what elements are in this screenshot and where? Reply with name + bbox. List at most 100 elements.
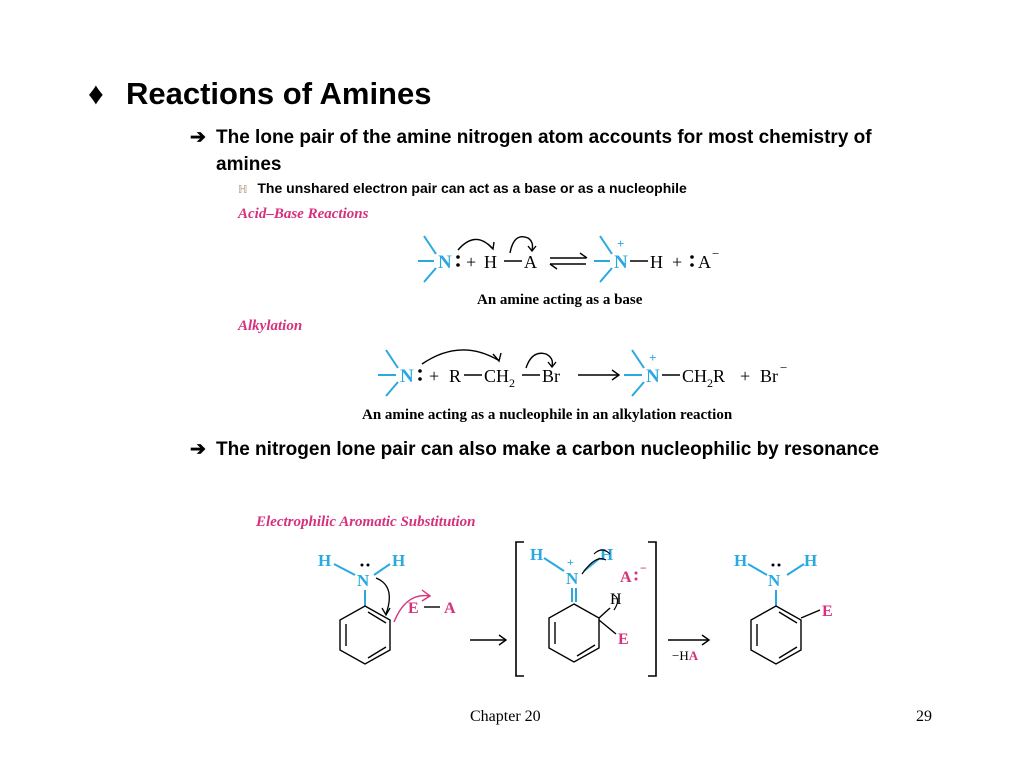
sigma-complex-intermediate: H H N + H E A − [530,545,647,663]
benzene-ring [750,605,802,665]
product-ch2r-label: CH2R [682,366,725,390]
lone-pair-dot [418,377,422,381]
electron-arrow-2 [525,352,554,369]
byproduct-label: −HA [672,648,699,663]
product-e-label: E [822,603,833,620]
h-label: H [804,551,817,570]
slide-title: ♦ Reactions of Amines [88,76,431,112]
n-label: N [566,569,579,588]
plus-sign: + [466,252,476,272]
arrowhead-icon [421,589,432,602]
plus-sign: + [429,366,439,386]
h-label: H [484,252,497,272]
arrow-bullet-icon: ➔ [190,439,206,460]
h-label: H [734,551,747,570]
electron-arrow [611,593,619,611]
plus-sign: + [740,366,750,386]
amine-bonds [378,349,399,397]
n-label: N [357,571,370,590]
negative-charge: − [640,561,647,575]
product-h-label: H [650,252,663,272]
anion-lone-pair-dot [690,263,694,267]
aniline-reactant: H H N E A [318,551,456,665]
sub-bullet-electron-pair-text: The unshared electron pair can act as a … [257,180,687,196]
lone-pair-dot [360,563,364,567]
alkylation-caption: An amine acting as a nucleophile in an a… [362,407,733,423]
arrowhead-icon [527,245,537,253]
sub-bullet-electron-pair: ℍ The unshared electron pair can act as a… [238,180,687,196]
reaction-arrow-icon [470,634,508,646]
alkylation-heading: Alkylation [238,318,303,334]
acid-base-reaction-diagram: N + H A N + H + A − [418,235,719,283]
ammonium-bonds [624,349,645,397]
negative-charge: − [780,360,787,375]
h-label: H [530,545,543,564]
bullet-resonance-text: The nitrogen lone pair can also make a c… [216,439,880,460]
amine-bonds [418,235,437,283]
r-label: R [449,366,461,386]
lone-pair-dot [366,563,370,567]
eas-reaction-diagram: H H N E A H H N + [318,541,833,677]
h-label: H [318,551,331,570]
footer-chapter: Chapter 20 [470,708,541,725]
arrowhead-icon [547,361,557,369]
br-label: Br [542,366,560,386]
sub-bullet-marker-icon: ℍ [238,184,248,196]
electron-arrow-2 [509,235,534,254]
acid-base-heading: Acid–Base Reactions [238,206,369,222]
bullet-resonance: ➔ The nitrogen lone pair can also make a… [190,436,920,463]
bullet-lone-pair: ➔ The lone pair of the amine nitrogen at… [190,124,910,178]
diamond-bullet-icon: ♦ [88,76,104,111]
negative-charge: − [712,246,719,261]
equilibrium-arrows-icon [549,252,588,270]
bracket-icon [515,541,657,677]
ring-h-label: H [610,591,622,608]
n-label: N [768,571,781,590]
lone-pair-dot [777,563,781,567]
anion-a-label: A [698,252,711,272]
positive-charge: + [567,555,574,569]
ammonium-n-label: N [614,252,628,273]
eas-heading: Electrophilic Aromatic Substitution [256,514,476,530]
arrowhead-icon [492,352,502,363]
reaction-arrow-icon [578,369,621,381]
electrophile-a-label: A [444,600,456,617]
h-label: H [600,545,613,564]
lone-pair-dot [771,563,775,567]
alkylation-reaction-diagram: N + R CH2 Br N + CH2R + Br − [378,349,787,397]
footer-page-number: 29 [916,708,932,725]
benzene-ring [339,605,391,665]
arrowhead-icon [381,607,391,617]
arrow-bullet-icon: ➔ [190,127,206,148]
anion-lone-pair-dot [690,255,694,259]
ammonium-n-label: N [646,366,660,387]
electron-arrow [375,577,390,615]
positive-charge: + [617,236,624,251]
ring [548,603,600,663]
positive-charge: + [649,350,656,365]
amine-n-label: N [400,366,414,387]
lone-pair-dot [418,369,422,373]
a-label: A [524,252,537,272]
slide-title-text: Reactions of Amines [126,76,432,111]
electrophile-e-label: E [408,600,419,617]
substituted-aniline-product: H H N E [734,551,833,665]
lone-pair-dot [456,255,460,259]
electron-arrow [593,549,611,555]
lone-pair-dot [456,263,460,267]
acid-base-caption: An amine acting as a base [477,292,643,308]
h-label: H [392,551,405,570]
anion-a-label: A [620,569,632,586]
amine-n-label: N [438,252,452,273]
ring-e-label: E [618,631,629,648]
ch2-label: CH2 [484,366,515,390]
arrowhead-icon [487,241,495,251]
ammonium-bonds [594,235,613,283]
plus-sign: + [672,252,682,272]
electrophile-arrow [393,594,431,623]
electron-arrow-1 [421,349,499,365]
electron-arrow-1 [457,238,493,251]
reaction-arrow-icon [668,634,711,646]
bromide-label: Br [760,366,778,386]
bullet-lone-pair-text: The lone pair of the amine nitrogen atom… [216,127,872,175]
